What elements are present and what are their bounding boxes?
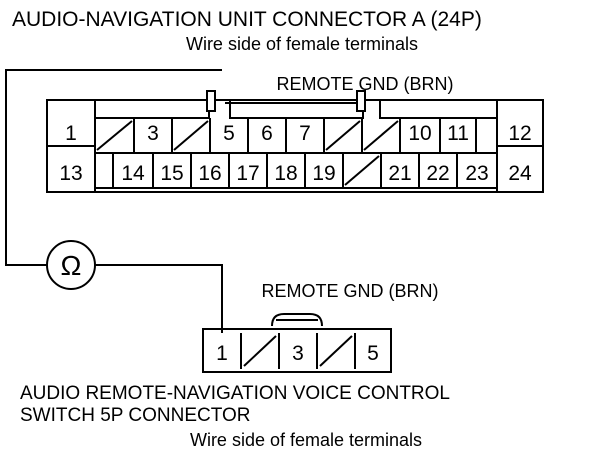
top-connector-title: AUDIO-NAVIGATION UNIT CONNECTOR A (24P) [12,8,482,31]
pin-13-label: 13 [59,162,82,185]
bottom-pins: 1 3 5 [216,342,379,365]
pin-1-label: 1 [216,342,228,365]
pin-10-label: 10 [408,122,431,145]
pin-12-label: 12 [508,122,531,145]
pin-6-label: 6 [261,122,273,145]
bottom-connector-body [202,328,392,373]
pin-3-label: 3 [292,342,304,365]
pin-17-label: 17 [236,162,259,185]
pin-21-label: 21 [388,162,411,185]
top-row-1: 1 3 5 6 7 10 11 12 [65,122,532,145]
pin-15-label: 15 [160,162,183,185]
pin-1-label: 1 [65,122,77,145]
pin-11-label: 11 [447,122,469,145]
pin-14-label: 14 [121,162,145,185]
pin-5-label: 5 [367,342,379,365]
pin-5-label: 5 [223,122,235,145]
pin-3-label: 3 [147,122,159,145]
bottom-connector-subtitle: Wire side of female terminals [190,430,422,450]
pin-19-label: 19 [312,162,335,185]
bottom-connector-title-2: SWITCH 5P CONNECTOR [20,405,251,426]
pin-23-label: 23 [465,162,488,185]
pin-24-label: 24 [508,162,532,185]
top-row-2: 13 14 15 16 17 18 19 21 22 23 24 [59,162,532,185]
pin-22-label: 22 [426,162,449,185]
pin-16-label: 16 [198,162,221,185]
ohm-symbol: Ω [61,250,82,281]
bottom-wire-label: REMOTE GND (BRN) [262,281,439,301]
pin-7-label: 7 [299,122,311,145]
pin-18-label: 18 [274,162,297,185]
bottom-connector-title-1: AUDIO REMOTE-NAVIGATION VOICE CONTROL [20,383,450,404]
top-connector-subtitle: Wire side of female terminals [186,34,418,54]
ohmmeter-icon [46,240,96,290]
top-wire-label: REMOTE GND (BRN) [277,74,454,94]
